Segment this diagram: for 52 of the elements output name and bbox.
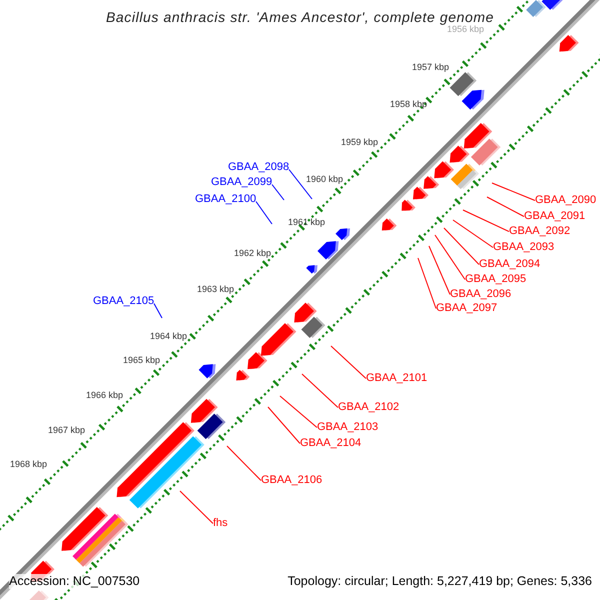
- leader-line: [418, 258, 436, 309]
- gene-label: GBAA_2098: [228, 161, 290, 174]
- gene-label: GBAA_2104: [300, 437, 362, 450]
- leader-line: [268, 406, 300, 444]
- tick-label: 1964 kbp: [150, 331, 188, 342]
- leader-line: [226, 446, 262, 481]
- accession-label: Accession: NC_007530: [9, 574, 140, 589]
- gene-label: GBAA_2105: [93, 295, 154, 308]
- tick-label: 1959 kbp: [341, 137, 378, 148]
- leader-line: [280, 396, 318, 428]
- gene-label: GBAA_2100: [195, 193, 256, 206]
- leader-line: [444, 228, 480, 265]
- tick-label: 1957 kbp: [412, 62, 450, 73]
- leader-line: [272, 184, 284, 200]
- gene-label: GBAA_2094: [479, 258, 540, 271]
- leader-line: [452, 220, 494, 248]
- leader-line: [302, 374, 338, 408]
- gene-label: GBAA_2093: [493, 241, 554, 254]
- gene-label: GBAA_2102: [338, 401, 400, 414]
- gene-label: fhs: [213, 517, 228, 530]
- gene-label: GBAA_2092: [509, 225, 570, 238]
- genome-info-label: Topology: circular; Length: 5,227,419 bp; Genes: 5,336: [288, 574, 592, 589]
- leader-line: [492, 182, 536, 201]
- gene-label: GBAA_2099: [211, 176, 272, 189]
- tick-label: 1962 kbp: [234, 248, 272, 259]
- gene-label: GBAA_2090: [535, 194, 596, 207]
- leader-line: [180, 490, 214, 524]
- gene-label: GBAA_2091: [524, 210, 586, 223]
- tick-label: 1965 kbp: [123, 355, 160, 366]
- leader-line: [288, 169, 312, 200]
- tick-label: 1961 kbp: [288, 217, 326, 228]
- gene-label: GBAA_2097: [436, 302, 498, 315]
- leader-line: [486, 196, 524, 217]
- tick-label: 1968 kbp: [10, 459, 48, 470]
- leader-line: [462, 210, 510, 232]
- gene-label: GBAA_2103: [317, 421, 378, 434]
- tick-label: 1958 kbp: [390, 99, 428, 110]
- tick-label: 1966 kbp: [86, 390, 124, 401]
- gene-label: GBAA_2095: [465, 273, 526, 286]
- leader-line: [330, 346, 366, 379]
- gene-label: GBAA_2096: [450, 288, 512, 301]
- gene-label: GBAA_2101: [366, 372, 428, 385]
- leader-line: [256, 201, 272, 224]
- tick-label: 1956 kbp: [447, 24, 484, 35]
- leader-line: [154, 303, 162, 318]
- tick-label: 1960 kbp: [306, 174, 344, 185]
- gene-label: GBAA_2106: [261, 474, 322, 487]
- title: Bacillus anthracis str. 'Ames Ancestor', complete genome: [104, 9, 496, 25]
- tick-label: 1967 kbp: [48, 425, 86, 436]
- tick-label: 1963 kbp: [197, 284, 234, 295]
- leader-line: [434, 234, 466, 280]
- leader-line: [428, 246, 450, 295]
